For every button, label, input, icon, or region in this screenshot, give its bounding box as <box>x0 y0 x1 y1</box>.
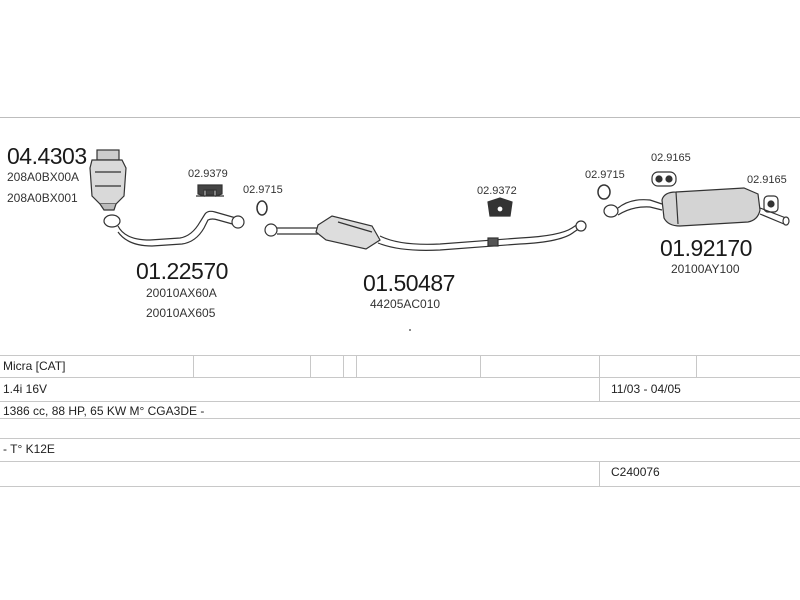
hanger-tail-code: 02.9165 <box>747 174 787 186</box>
vehicle-model: Micra [CAT] <box>3 359 66 373</box>
vehicle-engine: 1.4i 16V <box>3 382 48 396</box>
rear-silencer-drawing <box>603 187 790 227</box>
row-divider <box>0 438 800 439</box>
ring-1-code: 02.9715 <box>243 184 283 196</box>
row-divider <box>0 401 800 402</box>
hanger-rear-drawing <box>651 171 677 187</box>
hanger-rear-code: 02.9165 <box>651 152 691 164</box>
catalyst-oem-1: 208A0BX00A <box>7 170 80 184</box>
col-divider <box>193 355 194 377</box>
hanger-tail-drawing <box>763 195 779 213</box>
vehicle-type: - T° K12E <box>3 442 55 456</box>
row-divider <box>0 461 800 462</box>
col-divider <box>480 355 481 377</box>
front-pipe-oem-2: 20010AX605 <box>146 306 216 320</box>
vehicle-info-table: Micra [CAT] 1.4i 16V 11/03 - 04/05 1386 … <box>0 355 800 487</box>
catalyst-code: 04.4303 <box>7 143 87 169</box>
rear-silencer-code: 01.92170 <box>660 235 752 261</box>
rear-silencer-oem-1: 20100AY100 <box>671 262 740 276</box>
marker-dot <box>409 329 411 331</box>
ring-2-drawing <box>597 184 611 200</box>
center-section-code: 01.50487 <box>363 270 455 296</box>
row-divider <box>0 418 800 419</box>
col-divider <box>310 355 311 377</box>
vehicle-ref: C240076 <box>611 465 660 479</box>
hanger-mid-code: 02.9372 <box>477 185 517 197</box>
top-border <box>0 117 800 118</box>
front-pipe-drawing <box>103 210 245 247</box>
ring-2-code: 02.9715 <box>585 169 625 181</box>
row-divider <box>0 377 800 378</box>
center-section-drawing <box>264 215 587 251</box>
ring-1-drawing <box>256 200 268 216</box>
gasket-front-code: 02.9379 <box>188 168 228 180</box>
gasket-front-drawing <box>196 184 224 197</box>
col-divider <box>599 355 600 401</box>
col-divider <box>343 355 344 377</box>
col-divider <box>356 355 357 377</box>
row-divider <box>0 486 800 487</box>
catalyst-oem-2: 208A0BX001 <box>7 191 78 205</box>
front-pipe-oem-1: 20010AX60A <box>146 286 217 300</box>
col-divider <box>599 461 600 486</box>
vehicle-dates: 11/03 - 04/05 <box>611 382 681 396</box>
center-section-oem-1: 44205AC010 <box>370 297 441 311</box>
hanger-mid-drawing <box>487 197 513 217</box>
exhaust-diagram <box>89 149 790 331</box>
vehicle-specs: 1386 cc, 88 HP, 65 KW M° CGA3DE - <box>3 404 205 418</box>
col-divider <box>696 355 697 377</box>
catalytic-converter-drawing <box>89 149 127 211</box>
front-pipe-code: 01.22570 <box>136 258 228 284</box>
row-divider <box>0 355 800 356</box>
